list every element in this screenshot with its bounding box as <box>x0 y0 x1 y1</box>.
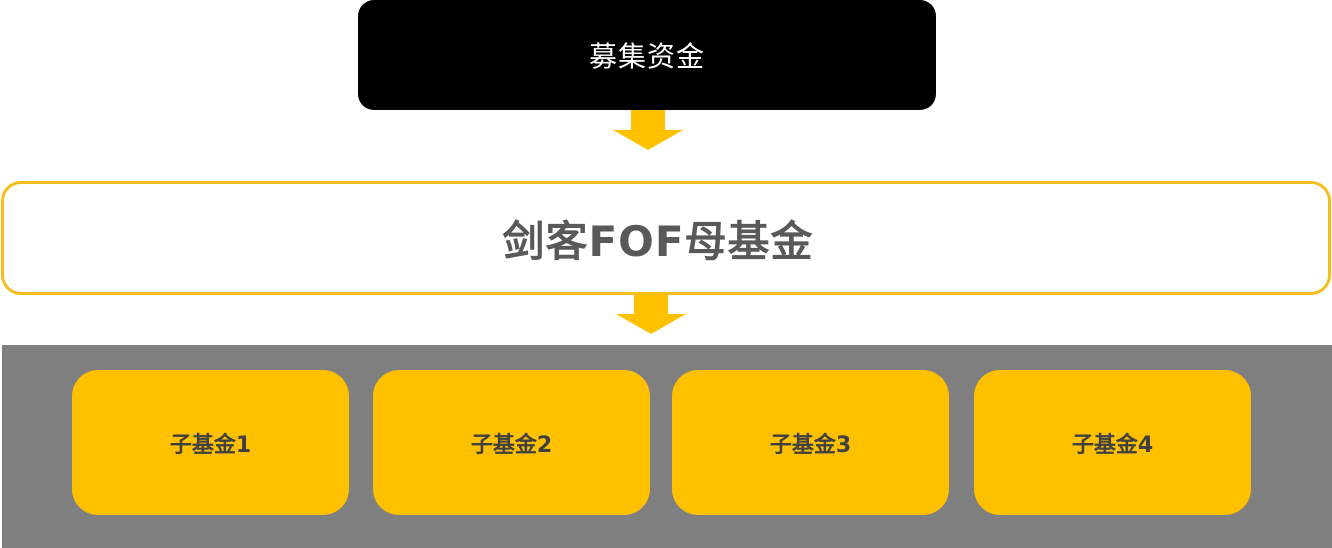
sub-funds-panel: 子基金1 子基金2 子基金3 子基金4 <box>2 345 1332 548</box>
down-arrow-icon <box>616 295 686 334</box>
sub-fund-label: 子基金2 <box>470 432 553 458</box>
parent-fund-label: 剑客FOF母基金 <box>502 216 814 266</box>
sub-fund-box-3: 子基金3 <box>672 370 949 515</box>
sub-fund-label: 子基金1 <box>169 432 252 458</box>
sub-fund-box-1: 子基金1 <box>72 370 349 515</box>
sub-fund-label: 子基金4 <box>1071 432 1154 458</box>
sub-fund-box-4: 子基金4 <box>974 370 1251 515</box>
sub-fund-label: 子基金3 <box>769 432 852 458</box>
raised-capital-box: 募集资金 <box>358 0 936 110</box>
parent-fund-box: 剑客FOF母基金 <box>1 181 1331 295</box>
sub-fund-box-2: 子基金2 <box>373 370 650 515</box>
raised-capital-label: 募集资金 <box>588 40 705 73</box>
down-arrow-icon <box>613 110 683 150</box>
